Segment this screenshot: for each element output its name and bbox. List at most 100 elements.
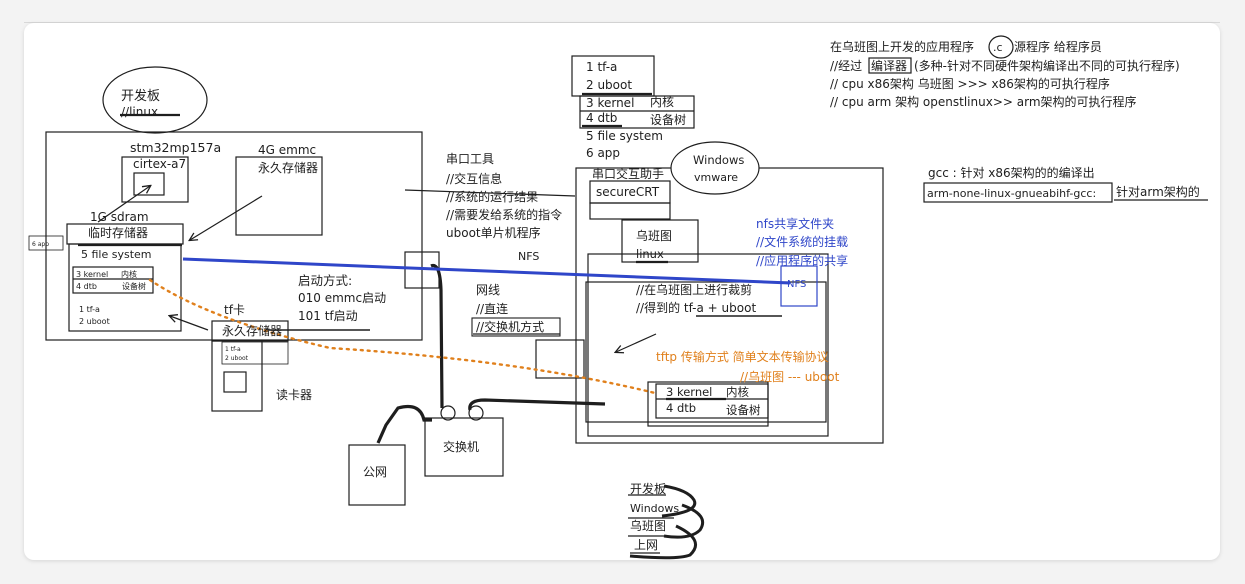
arrow-sdram-to-cpu <box>97 186 150 223</box>
tf-card-tfa: 1 tf-a <box>225 346 241 353</box>
c-source-circle <box>988 35 1014 59</box>
note-line3: // cpu x86架构 乌班图 >>> x86架构的可执行程序 <box>830 76 1110 91</box>
arrow-board-to-serial <box>404 189 576 197</box>
arrow-emmc-to-sdram <box>190 195 263 240</box>
ubuntu-vm-box <box>587 253 829 437</box>
nfs-note-line1: nfs共享文件夹 <box>756 216 834 231</box>
tf-card-uboot: 2 uboot <box>225 355 249 362</box>
board-app-small-box <box>28 235 64 251</box>
sdram-title: 1G sdram <box>90 210 149 224</box>
stack-curve-3 <box>629 524 698 560</box>
switch-mode-box <box>471 317 561 337</box>
network-group <box>348 251 606 506</box>
note-line4: // cpu arm 架构 openstlinux>> arm架构的可执行程序 <box>830 94 1137 109</box>
securecrt-label: secureCRT <box>596 185 660 199</box>
serial-line3: //需要发给系统的指令 <box>446 207 562 222</box>
serial-line1: //交互信息 <box>446 171 502 186</box>
tftp-connection-line <box>148 278 657 395</box>
board-app-small: 6 app <box>32 241 49 248</box>
tf-card-desc: 永久存储器 <box>222 323 282 338</box>
cable-public-to-switch <box>376 404 432 444</box>
tf-card-title: tf卡 <box>224 303 245 317</box>
board-fs: 5 file system <box>81 248 152 261</box>
arm-gcc-box <box>923 182 1113 203</box>
note-line1-mark: .c <box>993 41 1003 54</box>
nfs-note-line3: //应用程序的共享 <box>756 253 848 268</box>
windows-bubble <box>670 141 760 195</box>
list-app: 6 app <box>586 146 620 160</box>
list-uboot: 2 uboot <box>586 78 632 92</box>
stack-curve-1 <box>661 484 697 518</box>
board-kernel: 3 kernel <box>76 270 108 279</box>
list-kernel: 3 kernel <box>586 96 634 110</box>
stack-group <box>628 484 705 560</box>
ubuntu-label: 乌班图 <box>636 228 672 243</box>
crop-line1: //在乌班图上进行裁剪 <box>636 282 752 297</box>
public-network-label: 公网 <box>363 465 387 479</box>
stack-curve-2 <box>663 503 705 539</box>
crop-line2: //得到的 tf-a + uboot <box>636 300 756 315</box>
nfs-note-line2: //文件系统的挂载 <box>756 234 848 249</box>
network-title: 网线 <box>476 283 500 297</box>
stack-item-ubuntu: 乌班图 <box>630 518 666 533</box>
windows-label: Windows <box>693 153 744 167</box>
note-line2-tail: (多种-针对不同硬件架构编译出不同的可执行程序) <box>914 58 1180 73</box>
ubuntu-crop-box <box>585 281 827 423</box>
top-divider <box>24 22 1220 23</box>
notes-group <box>868 35 1208 203</box>
card-reader-slot <box>223 371 247 393</box>
sdram-desc: 临时存储器 <box>88 225 148 240</box>
emmc-box <box>235 156 323 236</box>
switch-box <box>424 417 504 477</box>
cable-switch-to-host <box>468 398 606 411</box>
board-dtb-desc: 设备树 <box>122 281 146 291</box>
card-reader-label: 读卡器 <box>276 388 312 402</box>
gcc-arm-cmd: arm-none-linux-gnueabihf-gcc: <box>927 187 1096 200</box>
switch-port-1 <box>440 405 456 421</box>
card-reader-box <box>211 340 263 412</box>
stack-item-windows: Windows <box>630 502 679 515</box>
list-dtb: 4 dtb <box>586 111 617 125</box>
nfs-connection-line <box>182 257 791 285</box>
image-list-group <box>571 55 695 129</box>
arrow-tf-to-board <box>170 316 209 331</box>
stack-item-board: 开发板 <box>630 481 666 496</box>
board-bubble <box>102 66 208 134</box>
emmc-title: 4G emmc <box>258 143 316 157</box>
board-kernel-box <box>72 266 154 294</box>
list-dtb-desc: 设备树 <box>650 112 686 127</box>
board-group <box>28 66 576 341</box>
ubuntu-kernel-inner <box>655 383 769 419</box>
arrow-ubuntu-to-left <box>616 333 657 352</box>
emmc-desc: 永久存储器 <box>258 160 318 175</box>
vmware-label: vmware <box>694 171 738 184</box>
board-tfa: 1 tf-a <box>79 305 100 314</box>
boot-emmc: 010 emmc启动 <box>298 291 386 305</box>
switch-label: 交换机 <box>443 439 479 454</box>
ubuntu-sub-label: linux <box>636 247 664 261</box>
nfs-box-label: NFS <box>787 279 806 290</box>
tf-card-list-box <box>221 341 289 365</box>
switch-port-2 <box>468 405 484 421</box>
board-bubble-label: 开发板 <box>121 88 160 104</box>
serial-line4: uboot单片机程序 <box>446 225 541 240</box>
securecrt-underline-box <box>589 202 671 220</box>
serial-line2: //系统的运行结果 <box>446 189 538 204</box>
public-network-box <box>348 444 406 506</box>
note-line2-pre: //经过 <box>830 59 862 73</box>
cpu-box <box>121 156 189 203</box>
board-bubble-sub: //linux <box>121 105 158 119</box>
gcc-arm-desc: 针对arm架构的 <box>1116 184 1200 199</box>
list-kernel-desc: 内核 <box>650 95 674 109</box>
note-line1-tail: 源程序 给程序员 <box>1014 39 1102 54</box>
ubuntu-left-box <box>535 339 585 379</box>
host-kernel-desc: 内核 <box>726 385 749 399</box>
list-fs: 5 file system <box>586 129 663 143</box>
tftp-note-line1: tftp 传输方式 简单文本传输协议 <box>656 349 829 364</box>
host-dtb: 4 dtb <box>666 401 696 415</box>
list-tfa: 1 tf-a <box>586 60 617 74</box>
serial-nfs: NFS <box>518 250 539 263</box>
nfs-box <box>780 265 818 307</box>
